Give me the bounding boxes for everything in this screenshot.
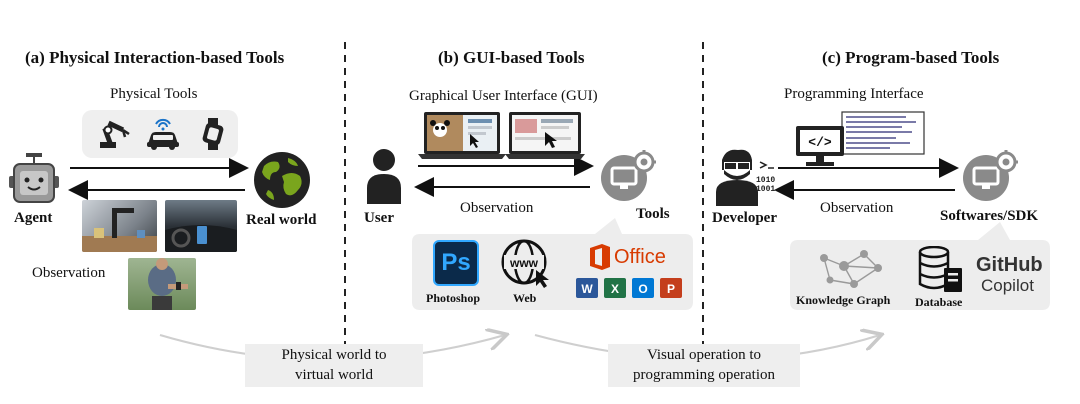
knowledge-graph-icon xyxy=(820,250,882,288)
laptop-webpage-icon xyxy=(505,112,585,159)
ps-mark: Ps xyxy=(441,249,471,276)
tools-gear-monitor-icon xyxy=(601,150,656,201)
robot-arm-icon xyxy=(100,120,130,148)
transition-caption-2: Visual operation to programming operatio… xyxy=(608,344,800,387)
code-terminal-icon: </> xyxy=(796,111,925,166)
github-label: GitHub xyxy=(976,254,1043,276)
sdk-gear-monitor-icon xyxy=(963,150,1018,201)
real-world-globe-icon xyxy=(254,152,310,208)
svg-text:P: P xyxy=(667,282,675,296)
svg-text:X: X xyxy=(611,282,619,296)
binary-text-1: 1010 xyxy=(756,176,775,185)
car-interior-photo xyxy=(165,200,237,252)
office-apps-row: W X O P xyxy=(574,276,684,300)
user-person-icon xyxy=(367,149,401,204)
transition-2-line1: Visual operation to xyxy=(646,347,762,363)
developer-label: Developer xyxy=(712,210,777,226)
physical-tools-label: Physical Tools xyxy=(110,86,198,102)
transition-caption-1: Physical world to virtual world xyxy=(245,344,423,387)
laptop-panda-icon xyxy=(418,112,506,159)
connected-car-icon xyxy=(147,118,179,150)
lab-robot-photo xyxy=(82,200,157,252)
binary-text-2: 1001 xyxy=(756,185,775,194)
runner-watch-photo xyxy=(128,258,196,310)
observation-label-a: Observation xyxy=(32,265,106,281)
smartwatch-icon xyxy=(202,118,224,150)
office-logo-icon xyxy=(590,244,610,270)
transition-1-line1: Physical world to xyxy=(281,347,387,363)
photoshop-label: Photoshop xyxy=(426,291,481,305)
agent-robot-icon xyxy=(9,153,59,203)
observation-label-b: Observation xyxy=(460,200,534,216)
user-label: User xyxy=(364,210,394,226)
gui-label: Graphical User Interface (GUI) xyxy=(409,88,598,104)
database-label: Database xyxy=(915,295,963,309)
agent-label: Agent xyxy=(14,210,53,226)
office-label: Office xyxy=(614,246,666,268)
photoshop-icon: Ps xyxy=(433,240,479,286)
www-text: www xyxy=(509,256,539,270)
database-icon xyxy=(918,246,962,292)
outlook-icon xyxy=(632,278,654,298)
powerpoint-icon xyxy=(660,278,682,298)
observation-label-c: Observation xyxy=(820,200,894,216)
knowledge-graph-label: Knowledge Graph xyxy=(796,293,891,307)
copilot-label: Copilot xyxy=(981,276,1034,295)
code-mark: </> xyxy=(808,135,832,150)
physical-tools-panel xyxy=(82,110,238,158)
transition-1-line2: virtual world xyxy=(295,367,373,383)
tools-label: Tools xyxy=(636,206,670,222)
programming-interface-label: Programming Interface xyxy=(784,86,924,102)
real-world-label: Real world xyxy=(246,212,317,228)
word-icon xyxy=(576,278,598,298)
excel-icon xyxy=(604,278,626,298)
section-c-title: (c) Program-based Tools xyxy=(822,48,1000,67)
svg-text:W: W xyxy=(581,282,593,296)
svg-text:O: O xyxy=(638,282,647,296)
section-b-title: (b) GUI-based Tools xyxy=(438,48,585,67)
section-a-title: (a) Physical Interaction-based Tools xyxy=(25,48,285,67)
software-sdk-label: Softwares/SDK xyxy=(940,208,1039,224)
transition-2-line2: programming operation xyxy=(632,367,776,383)
web-label: Web xyxy=(513,291,537,305)
developer-hacker-icon: 1010 1001 xyxy=(716,149,775,206)
web-globe-cursor-icon: www xyxy=(501,239,549,288)
